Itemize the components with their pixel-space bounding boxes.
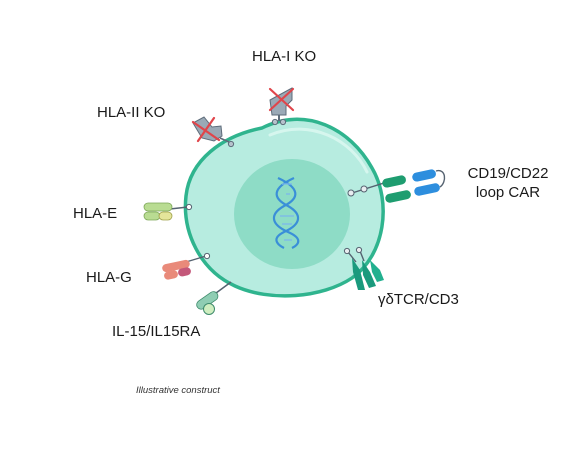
label-hla-g: HLA-G: [86, 269, 132, 286]
label-car-line1: CD19/CD22: [467, 165, 549, 182]
label-il15: IL-15/IL15RA: [112, 323, 201, 340]
caption: Illustrative construct: [136, 385, 220, 396]
hla-e-icon: [143, 202, 193, 221]
cell-membrane-highlight: [268, 127, 369, 174]
label-hla-i-ko: HLA-I KO: [252, 48, 317, 65]
label-hla-ii-ko: HLA-II KO: [97, 104, 166, 121]
label-car: CD19/CD22 loop CAR: [456, 164, 560, 202]
il15-icon: [196, 281, 232, 315]
hla-i-ko-icon: [268, 87, 295, 126]
label-hla-e: HLA-E: [73, 205, 118, 222]
hla-g-icon: [162, 252, 211, 280]
gd-tcr-icon: [343, 246, 384, 290]
dna-helix-icon: [272, 176, 300, 249]
label-car-line2: loop CAR: [475, 184, 541, 201]
hla-ii-ko-icon: [191, 116, 235, 148]
nucleus: [234, 159, 350, 269]
car-receptor-icon: [347, 169, 446, 203]
label-gd-tcr: γδTCR/CD3: [378, 291, 459, 308]
